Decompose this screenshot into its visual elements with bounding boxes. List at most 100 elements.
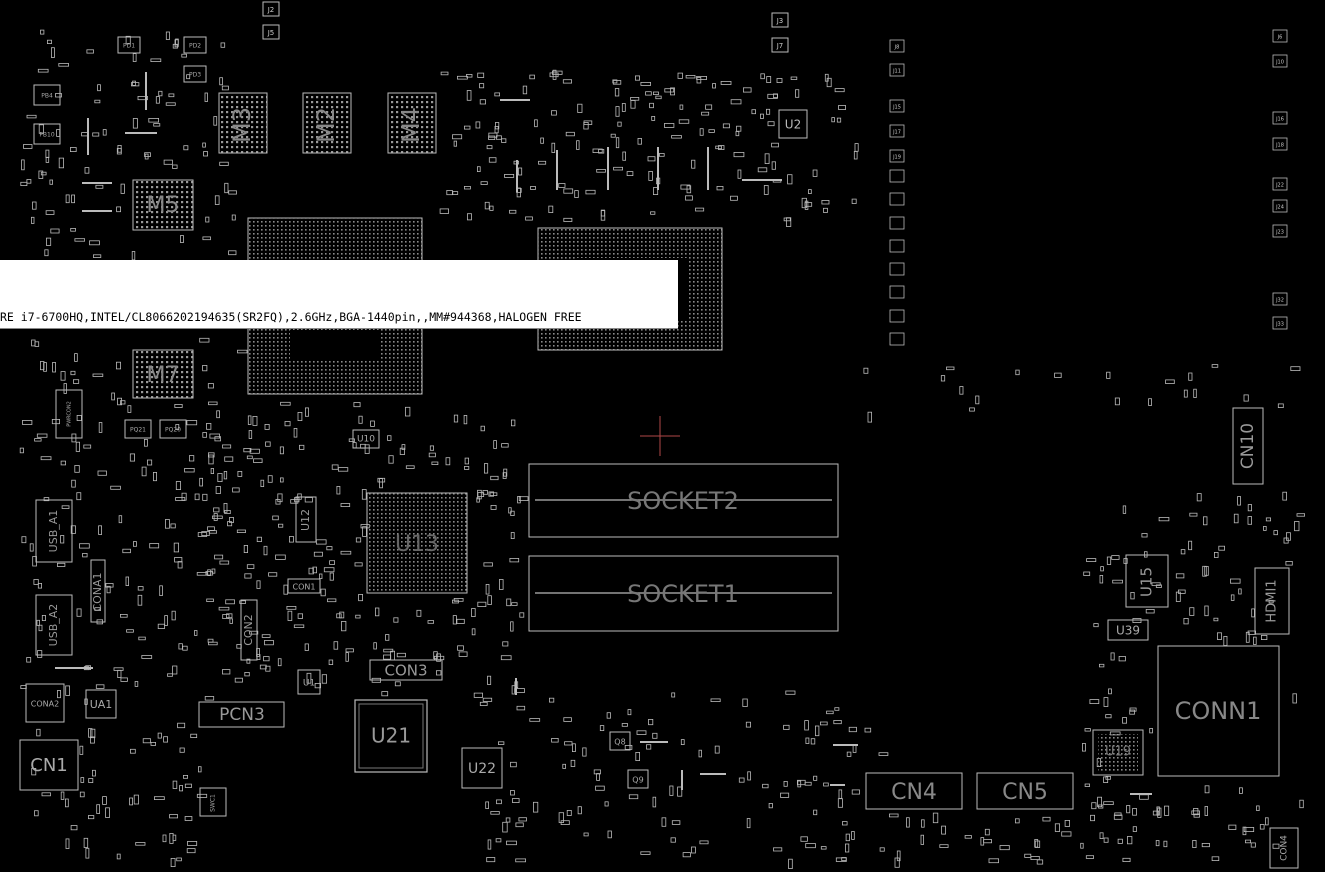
smd-pad	[120, 400, 126, 405]
jumper-j23[interactable]: J23	[1272, 224, 1288, 238]
chip-u39[interactable]: U39	[1107, 619, 1149, 641]
transistor-q9[interactable]: Q9	[627, 769, 649, 789]
connector-cona1[interactable]: CONA1	[90, 559, 106, 623]
jumper-pad[interactable]	[889, 169, 905, 183]
connector-con4[interactable]: CON4	[1269, 827, 1299, 869]
jumper-j18[interactable]: J18	[1272, 137, 1288, 151]
memory-chip-m7[interactable]: M7	[132, 349, 194, 399]
smd-pad	[221, 669, 231, 675]
chip-u2[interactable]: U2	[778, 109, 808, 139]
jumper-pad[interactable]	[889, 309, 905, 323]
connector-con1[interactable]: CON1	[287, 578, 321, 594]
memory-chip-m4[interactable]: M4	[387, 92, 437, 154]
chip-u12[interactable]: U12	[295, 496, 317, 543]
jumper-j19[interactable]: J19	[889, 149, 905, 163]
smd-pad	[653, 187, 659, 196]
part-pb4[interactable]: PB4	[33, 84, 61, 106]
transistor-q8[interactable]: Q8	[609, 731, 631, 751]
chip-u15[interactable]: U15	[1125, 554, 1169, 608]
connector-con2[interactable]: CON2	[240, 599, 258, 661]
small-components-layer	[19, 29, 1305, 870]
chip-u21[interactable]: U21	[354, 699, 428, 773]
jumper-j11[interactable]: J11	[889, 63, 905, 77]
jumper-j6[interactable]: J6	[1272, 29, 1288, 43]
memory-chip-m2[interactable]: M2	[302, 92, 352, 154]
socket1[interactable]: SOCKET1	[528, 555, 839, 632]
smd-pad	[533, 801, 539, 813]
jumper-pad[interactable]	[889, 239, 905, 253]
jumper-j24[interactable]: J24	[1272, 199, 1288, 213]
connector-con3[interactable]: CON3	[369, 659, 443, 681]
label-pd3: PD3	[189, 72, 201, 79]
smd-pad	[181, 53, 187, 58]
jumper-j7[interactable]: J7	[771, 37, 789, 53]
jumper-j5[interactable]: J5	[262, 24, 280, 40]
connector-usb-a2[interactable]: USB_A2	[35, 594, 73, 656]
connector-pwrcon2[interactable]: PWRCON2	[55, 389, 83, 439]
smd-pad	[834, 88, 845, 93]
part-pq20[interactable]: PQ20	[159, 419, 187, 439]
smd-pad	[502, 821, 508, 833]
smd-pad	[494, 122, 500, 130]
smd-pad	[439, 208, 450, 214]
jumper-j15[interactable]: J15	[889, 99, 905, 113]
jumper-j32[interactable]: J32	[1272, 292, 1288, 306]
connector-cn4[interactable]: CN4	[865, 772, 963, 810]
diode-pd2[interactable]: PD2	[183, 36, 207, 54]
jumper-pad[interactable]	[889, 192, 905, 206]
smd-pad	[290, 499, 299, 504]
jumper-pad[interactable]	[889, 332, 905, 346]
chip-u13[interactable]: U13	[366, 492, 468, 594]
chip-ua1[interactable]: UA1	[85, 689, 117, 719]
jumper-j3[interactable]: J3	[771, 12, 789, 28]
smd-pad	[146, 459, 153, 466]
smd-pad	[487, 595, 492, 605]
smd-pad	[79, 791, 85, 798]
jumper-j33[interactable]: J33	[1272, 316, 1288, 330]
part-pb10[interactable]: PB10	[33, 123, 61, 145]
chip-u19[interactable]: U19	[1092, 729, 1144, 776]
jumper-pad[interactable]	[889, 285, 905, 299]
connector-conn1[interactable]: CONN1	[1157, 645, 1280, 777]
connector-cn1[interactable]: CN1	[19, 739, 79, 791]
smd-pad	[549, 72, 559, 78]
smd-pad	[621, 723, 628, 727]
smd-pad	[1145, 609, 1155, 614]
jumper-j22[interactable]: J22	[1272, 177, 1288, 191]
switch-swc1[interactable]: SWC1	[199, 787, 227, 817]
part-pq21[interactable]: PQ21	[124, 419, 152, 439]
connector-pcn3[interactable]: PCN3	[198, 701, 285, 728]
smd-pad	[646, 744, 652, 750]
jumper-pad[interactable]	[889, 216, 905, 230]
smd-pad	[172, 780, 178, 789]
smd-pad	[1299, 799, 1304, 809]
jumper-j17[interactable]: J17	[889, 124, 905, 138]
smd-pad	[1193, 813, 1200, 818]
smd-pad	[218, 606, 230, 611]
connector-cn10[interactable]: CN10	[1232, 407, 1264, 485]
smd-pad	[44, 249, 49, 257]
memory-chip-m5[interactable]: M5	[132, 179, 194, 231]
diode-pd1[interactable]: PD1	[117, 36, 141, 54]
connector-cona2[interactable]: CONA2	[25, 683, 65, 723]
jumper-j8[interactable]: J8	[889, 39, 905, 53]
connector-cn5[interactable]: CN5	[976, 772, 1074, 810]
jumper-pad[interactable]	[889, 262, 905, 276]
smd-pad	[737, 169, 742, 179]
memory-chip-m3[interactable]: M3	[218, 92, 268, 154]
smd-pad	[184, 783, 192, 788]
connector-usb-a1[interactable]: USB_A1	[35, 499, 73, 563]
smd-pad	[92, 769, 96, 777]
chip-u22[interactable]: U22	[461, 747, 503, 789]
jumper-j2[interactable]: J2	[262, 1, 280, 17]
smd-pad	[510, 761, 517, 768]
chip-u1[interactable]: U1	[297, 669, 321, 695]
jumper-j10[interactable]: J10	[1272, 54, 1288, 68]
chip-u10[interactable]: U10	[352, 429, 380, 449]
diode-pd3[interactable]: PD3	[183, 65, 207, 83]
label-cn10: CN10	[1238, 423, 1258, 469]
jumper-j16[interactable]: J16	[1272, 111, 1288, 125]
connector-hdmi1[interactable]: HDMI1	[1254, 567, 1290, 635]
socket2[interactable]: SOCKET2	[528, 463, 839, 538]
